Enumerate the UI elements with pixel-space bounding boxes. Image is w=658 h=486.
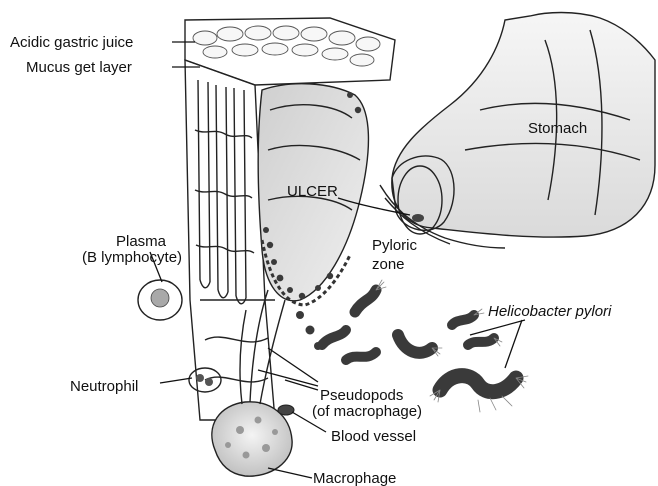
mucus-cells — [193, 26, 380, 66]
label-b-lymphocyte: (B lymphocyte) — [82, 249, 182, 266]
label-of-macrophage: (of macrophage) — [312, 403, 422, 420]
label-macrophage: Macrophage — [313, 470, 396, 486]
stomach-illustration — [380, 13, 655, 249]
plasma-cell — [138, 280, 182, 320]
label-pyloric: Pyloric — [372, 237, 418, 254]
label-mucus-gel-layer: Mucus get layer — [26, 59, 132, 76]
label-ulcer: ULCER — [287, 183, 338, 200]
gastric-glands — [195, 80, 254, 304]
label-pyloric-zone: zone — [372, 256, 405, 273]
blood-vessel — [278, 405, 294, 415]
label-stomach: Stomach — [528, 120, 587, 137]
label-pseudopods: Pseudopods — [320, 387, 403, 404]
label-plasma: Plasma — [116, 233, 167, 250]
macrophage-cell — [212, 290, 292, 476]
label-helicobacter-pylori: Helicobacter pylori — [488, 303, 612, 320]
label-neutrophil: Neutrophil — [70, 378, 138, 395]
label-blood-vessel: Blood vessel — [331, 428, 416, 445]
label-acidic-gastric-juice: Acidic gastric juice — [10, 34, 133, 51]
